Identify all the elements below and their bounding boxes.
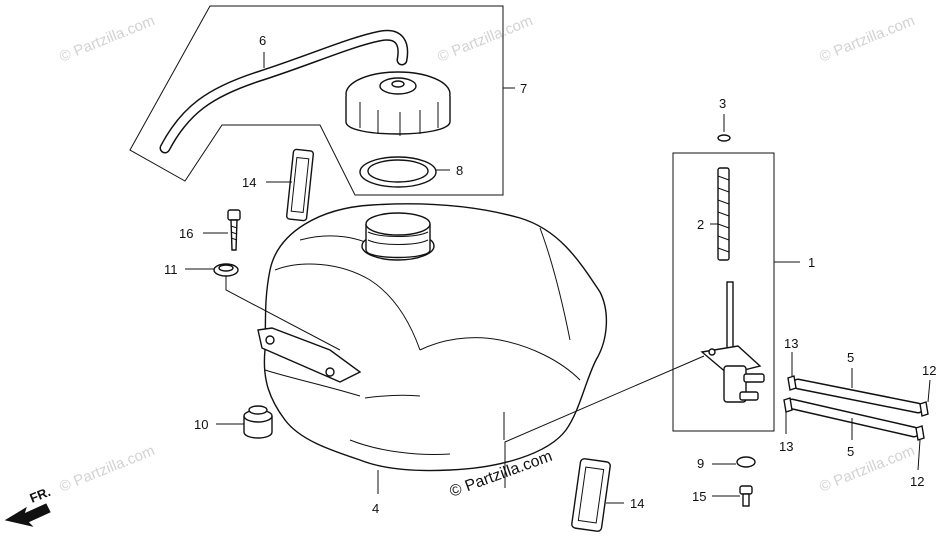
callout-labels: 6 7 8 14 16 11 10 4 3 2 1 13 13 5 5 12 1… (164, 33, 936, 516)
breather-hose-inner (161, 31, 407, 152)
callout-16: 16 (179, 226, 193, 241)
callout-7: 7 (520, 81, 527, 96)
callout-11: 11 (164, 262, 178, 277)
watermark: © Partzilla.com (817, 442, 917, 496)
strainer-2 (717, 167, 730, 261)
watermark: © Partzilla.com (817, 12, 917, 66)
cap-gasket (359, 156, 437, 188)
callout-14: 14 (242, 175, 256, 190)
rubber-strap-bottom (571, 458, 611, 532)
bolt-16 (227, 209, 241, 251)
direction-label: FR. (28, 484, 53, 506)
callout-4: 4 (372, 501, 379, 516)
leader-lines (185, 52, 931, 504)
callout-8: 8 (456, 163, 463, 178)
callout-9: 9 (697, 456, 704, 471)
hose-clip-12 (915, 425, 925, 441)
watermark: © Partzilla.com (435, 12, 535, 66)
callout-3: 3 (719, 96, 726, 111)
watermark: © Partzilla.com (57, 442, 157, 496)
fuel-hoses-5 (786, 378, 924, 438)
callout-13: 13 (779, 439, 793, 454)
fuel-cap (345, 71, 451, 136)
callout-12: 12 (910, 474, 924, 489)
watermark: © Partzilla.com (57, 12, 157, 66)
callout-1: 1 (808, 255, 815, 270)
fuel-cock-group-outline (672, 152, 775, 432)
o-ring-3 (717, 134, 731, 142)
collar-11 (213, 263, 239, 277)
callout-2: 2 (697, 217, 704, 232)
callout-13: 13 (784, 336, 798, 351)
callout-15: 15 (692, 489, 706, 504)
rubber-mount-10 (243, 405, 273, 439)
callout-5: 5 (847, 444, 854, 459)
fuel-tank (257, 203, 608, 472)
callout-12: 12 (922, 363, 936, 378)
callout-14: 14 (630, 496, 644, 511)
bolt-15 (739, 485, 753, 507)
cap-group-outline (129, 5, 504, 196)
fuel-cock (700, 281, 765, 403)
washer-9 (736, 456, 756, 468)
callout-6: 6 (259, 33, 266, 48)
hose-clip-13 (787, 375, 797, 391)
hose-clip-12 (919, 401, 929, 417)
hose-clip-13 (783, 397, 793, 413)
front-direction-arrow: FR. (4, 484, 53, 527)
callout-10: 10 (194, 417, 208, 432)
callout-5: 5 (847, 350, 854, 365)
rubber-strap-top (285, 148, 315, 222)
